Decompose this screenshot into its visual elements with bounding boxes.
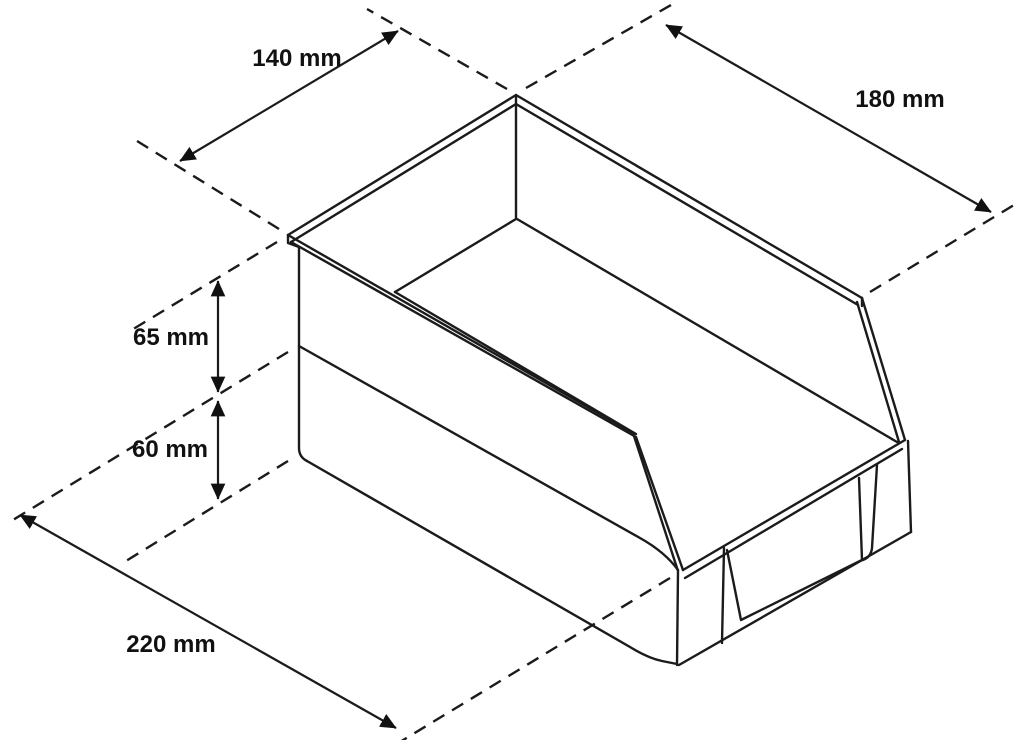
- extension-lines: [7, 0, 1015, 740]
- dim-line-140: [179, 30, 399, 162]
- left-wall-top-and-scoop-edge: [286, 233, 680, 667]
- rim-inner-edge: [289, 102, 860, 307]
- left-wall-top-inner-line: [289, 240, 685, 572]
- dimension-lower-height-60: 60 mm: [132, 400, 226, 500]
- interior-floor-back-left-edge: [393, 217, 518, 294]
- ext-180-from-right-corner: [869, 203, 1015, 294]
- right-scoop-slope-outer: [860, 296, 907, 442]
- body-bottom-edge: [305, 459, 679, 666]
- rim-outer-edge: [286, 93, 864, 300]
- dim-label-140: 140 mm: [252, 45, 341, 72]
- dim-line-220: [19, 514, 397, 729]
- dim-label-220: 220 mm: [126, 631, 215, 658]
- ext-220-from-front-lip: [400, 576, 671, 740]
- interior-floor-right-edge: [515, 217, 899, 444]
- body-rib-line: [297, 344, 680, 572]
- front-lip-hook-slot: [861, 463, 879, 562]
- body-left-vertical-edge: [297, 245, 309, 463]
- dim-label-180: 180 mm: [855, 86, 944, 113]
- front-top-edge-outer: [681, 438, 907, 572]
- dim-line-180: [665, 24, 992, 213]
- ext-140-from-apex: [366, 7, 508, 91]
- front-lip-left-tab-divider: [720, 546, 726, 645]
- right-scoop-slope-inner: [855, 300, 901, 444]
- dim-label-65: 65 mm: [133, 324, 209, 351]
- front-lip-right-edge: [906, 439, 913, 534]
- bin-outline: [286, 93, 913, 667]
- interior-left-wall-bottom-edge: [393, 290, 638, 436]
- dimension-upper-height-65: 65 mm: [133, 280, 226, 393]
- ext-65-top-from-rim: [129, 240, 278, 333]
- ext-140-from-left-corner: [136, 139, 280, 231]
- dimension-total-depth-220: 220 mm: [19, 514, 397, 729]
- ext-180-from-apex: [525, 0, 679, 90]
- dimension-top-width-140: 140 mm: [179, 30, 399, 162]
- front-lip-bottom-edge: [677, 530, 913, 667]
- dim-label-60: 60 mm: [132, 436, 208, 463]
- ext-60-bottom: [125, 459, 289, 563]
- rim-corner-caps: [286, 93, 864, 308]
- front-lip-cutout: [725, 476, 864, 622]
- front-top-edge-inner: [683, 447, 904, 580]
- ext-mid-rib-long: [7, 350, 289, 525]
- dimension-top-length-180: 180 mm: [665, 24, 992, 213]
